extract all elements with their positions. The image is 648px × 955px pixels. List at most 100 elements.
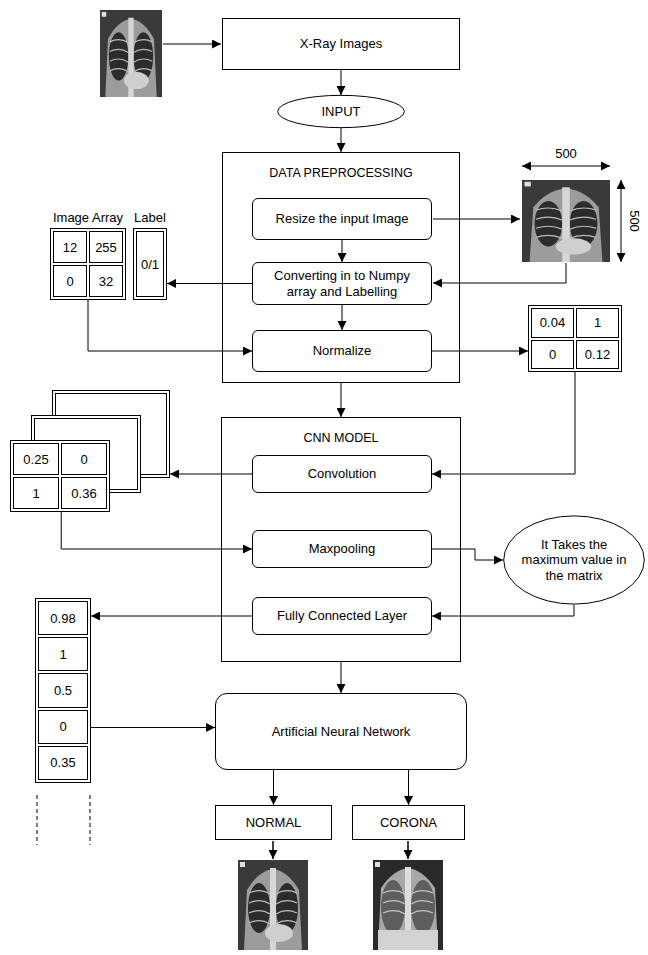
box-label: NORMAL <box>246 815 302 830</box>
continuation-dash <box>90 795 91 845</box>
label-matrix: Label0/1 <box>133 228 167 300</box>
connector-arrow <box>408 770 409 805</box>
xray-image <box>522 180 610 262</box>
box-label: Convolution <box>308 466 377 481</box>
note-ellipse: It Takes the maximum value in the matrix <box>503 515 645 605</box>
dimension-label: 500 <box>555 146 577 161</box>
connector-arrow <box>167 283 252 284</box>
group-box: DATA PREPROCESSING Resize the input Image… <box>222 152 460 383</box>
matrix-value: 0.98 <box>50 611 75 626</box>
connector-arrow <box>342 305 343 330</box>
connector-arrow <box>341 128 342 152</box>
input-ellipse: INPUT <box>277 95 405 128</box>
matrix-cell: 0.25 <box>13 443 59 475</box>
matrix-cell: 255 <box>89 231 123 263</box>
matrix-heading: Image Array <box>53 210 123 225</box>
connector-arrow <box>61 512 252 549</box>
matrix-cell: 1 <box>13 477 59 509</box>
matrix-cell: 0.35 <box>38 746 88 780</box>
matrix-cell: 12 <box>53 231 87 263</box>
ellipse-label: It Takes the maximum value in the matrix <box>522 537 627 583</box>
matrix-value: 0.35 <box>50 755 75 770</box>
box-label: CORONA <box>380 815 437 830</box>
connector-arrow <box>91 727 215 728</box>
box-label: Maxpooling <box>309 541 376 556</box>
matrix-value: 0.04 <box>540 315 565 330</box>
xray-image <box>238 860 308 950</box>
xray-image <box>100 10 162 97</box>
matrix-value: 0.36 <box>71 486 96 501</box>
matrix-value: 1 <box>594 315 601 330</box>
matrix-cell: 0.04 <box>531 308 574 338</box>
normalized-matrix: 0.04 1 0 0.12 <box>528 305 622 372</box>
feature-map-matrix: 0.25 0 1 0.36 <box>10 440 110 512</box>
matrix-heading: Label <box>134 210 166 225</box>
box-label: Fully Connected Layer <box>277 608 407 623</box>
group-heading: CNN MODEL <box>222 431 460 445</box>
flow-arrow <box>433 263 566 283</box>
process-box: Normalize <box>252 330 432 372</box>
flow-arrow <box>407 841 409 859</box>
box-label: X-Ray Images <box>300 36 382 51</box>
dimension-arrow <box>522 166 610 167</box>
matrix-value: 0 <box>80 452 87 467</box>
connector-arrow <box>170 474 252 475</box>
matrix-cell: 0 <box>531 340 574 370</box>
connector-arrow <box>432 351 528 352</box>
matrix-cell: 0.98 <box>38 601 88 635</box>
process-box: Convolution <box>252 455 432 493</box>
process-box: X-Ray Images <box>222 18 460 70</box>
box-label: Artificial Neural Network <box>272 724 411 739</box>
matrix-cell: 0/1 <box>136 231 164 297</box>
connector-arrow <box>342 240 343 262</box>
group-heading: DATA PREPROCESSING <box>223 166 459 180</box>
connector-arrow <box>432 372 575 474</box>
matrix-value: 0.5 <box>54 683 72 698</box>
connector-arrow <box>341 383 342 417</box>
box-label: Resize the input Image <box>276 211 409 226</box>
matrix-value: 1 <box>59 647 66 662</box>
connector-arrow <box>341 662 342 693</box>
matrix-value: 0 <box>549 347 556 362</box>
matrix-value: 0 <box>66 274 73 289</box>
process-box: Resize the input Image <box>252 198 432 240</box>
process-box: Fully Connected Layer <box>252 597 432 635</box>
process-box: Maxpooling <box>252 530 432 568</box>
flow-arrow <box>272 841 274 859</box>
ellipse-shape <box>278 95 405 127</box>
matrix-cell: 32 <box>89 265 123 297</box>
feature-vector: 0.98 1 0.5 0 0.35 <box>35 598 91 783</box>
dimension-arrow <box>621 180 622 262</box>
ellipse-label: INPUT <box>322 104 361 119</box>
xray-image <box>373 860 443 950</box>
connector-arrow <box>273 770 274 805</box>
matrix-cell: 0.36 <box>61 477 107 509</box>
matrix-cell: 0 <box>53 265 87 297</box>
continuation-dash <box>37 795 38 845</box>
matrix-value: 255 <box>95 240 117 255</box>
output-box: NORMAL <box>215 805 332 840</box>
dimension-label: 500 <box>627 210 642 232</box>
box-label: Normalize <box>313 343 372 358</box>
matrix-value: 1 <box>32 486 39 501</box>
connector-arrow <box>88 300 252 351</box>
matrix-value: 0 <box>59 719 66 734</box>
connector-arrow <box>432 549 503 560</box>
matrix-cell: 1 <box>576 308 619 338</box>
flow-arrow <box>163 44 221 45</box>
network-box: Artificial Neural Network <box>215 693 467 770</box>
ellipse-shape <box>504 516 645 604</box>
matrix-value: 12 <box>63 240 77 255</box>
matrix-cell: 0 <box>61 443 107 475</box>
group-box: CNN MODEL ConvolutionMaxpoolingFully Conn… <box>221 417 461 662</box>
connector-arrow <box>341 70 342 95</box>
matrix-cell: 0 <box>38 710 88 744</box>
connector-arrow <box>432 605 574 616</box>
matrix-cell: 0.5 <box>38 673 88 707</box>
connector-arrow <box>91 616 252 617</box>
process-box: Converting in to Numpy array and Labelli… <box>252 262 432 305</box>
image-array-matrix: Image Array12255032 <box>50 228 126 300</box>
matrix-cell: 1 <box>38 637 88 671</box>
matrix-value: 0.12 <box>585 347 610 362</box>
